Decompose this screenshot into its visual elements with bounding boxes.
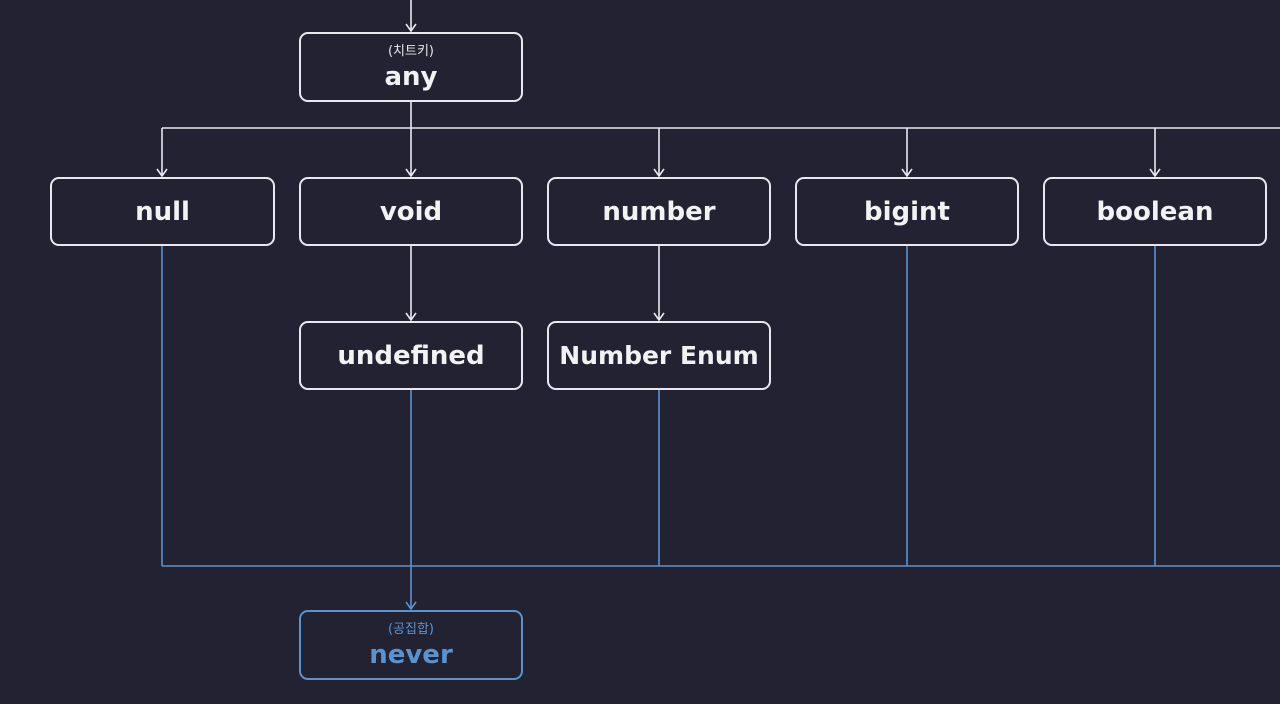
node-null-label: null <box>135 196 190 227</box>
node-any-caption: (치트키) <box>387 43 435 59</box>
node-undefined: undefined <box>299 321 523 390</box>
node-number-label: number <box>602 196 716 227</box>
node-never-label: never <box>369 639 453 670</box>
node-never-caption: (공집합) <box>387 621 435 637</box>
node-number-enum-label: Number Enum <box>559 341 759 370</box>
node-null: null <box>50 177 275 246</box>
node-boolean-label: boolean <box>1096 196 1214 227</box>
node-boolean: boolean <box>1043 177 1267 246</box>
node-void-label: void <box>379 196 443 227</box>
node-any-label: any <box>384 61 438 92</box>
node-undefined-label: undefined <box>337 340 485 371</box>
node-void: void <box>299 177 523 246</box>
node-number: number <box>547 177 771 246</box>
node-number-enum: Number Enum <box>547 321 771 390</box>
node-bigint: bigint <box>795 177 1019 246</box>
node-bigint-label: bigint <box>864 196 950 227</box>
node-never: (공집합) never <box>299 610 523 680</box>
node-any: (치트키) any <box>299 32 523 102</box>
